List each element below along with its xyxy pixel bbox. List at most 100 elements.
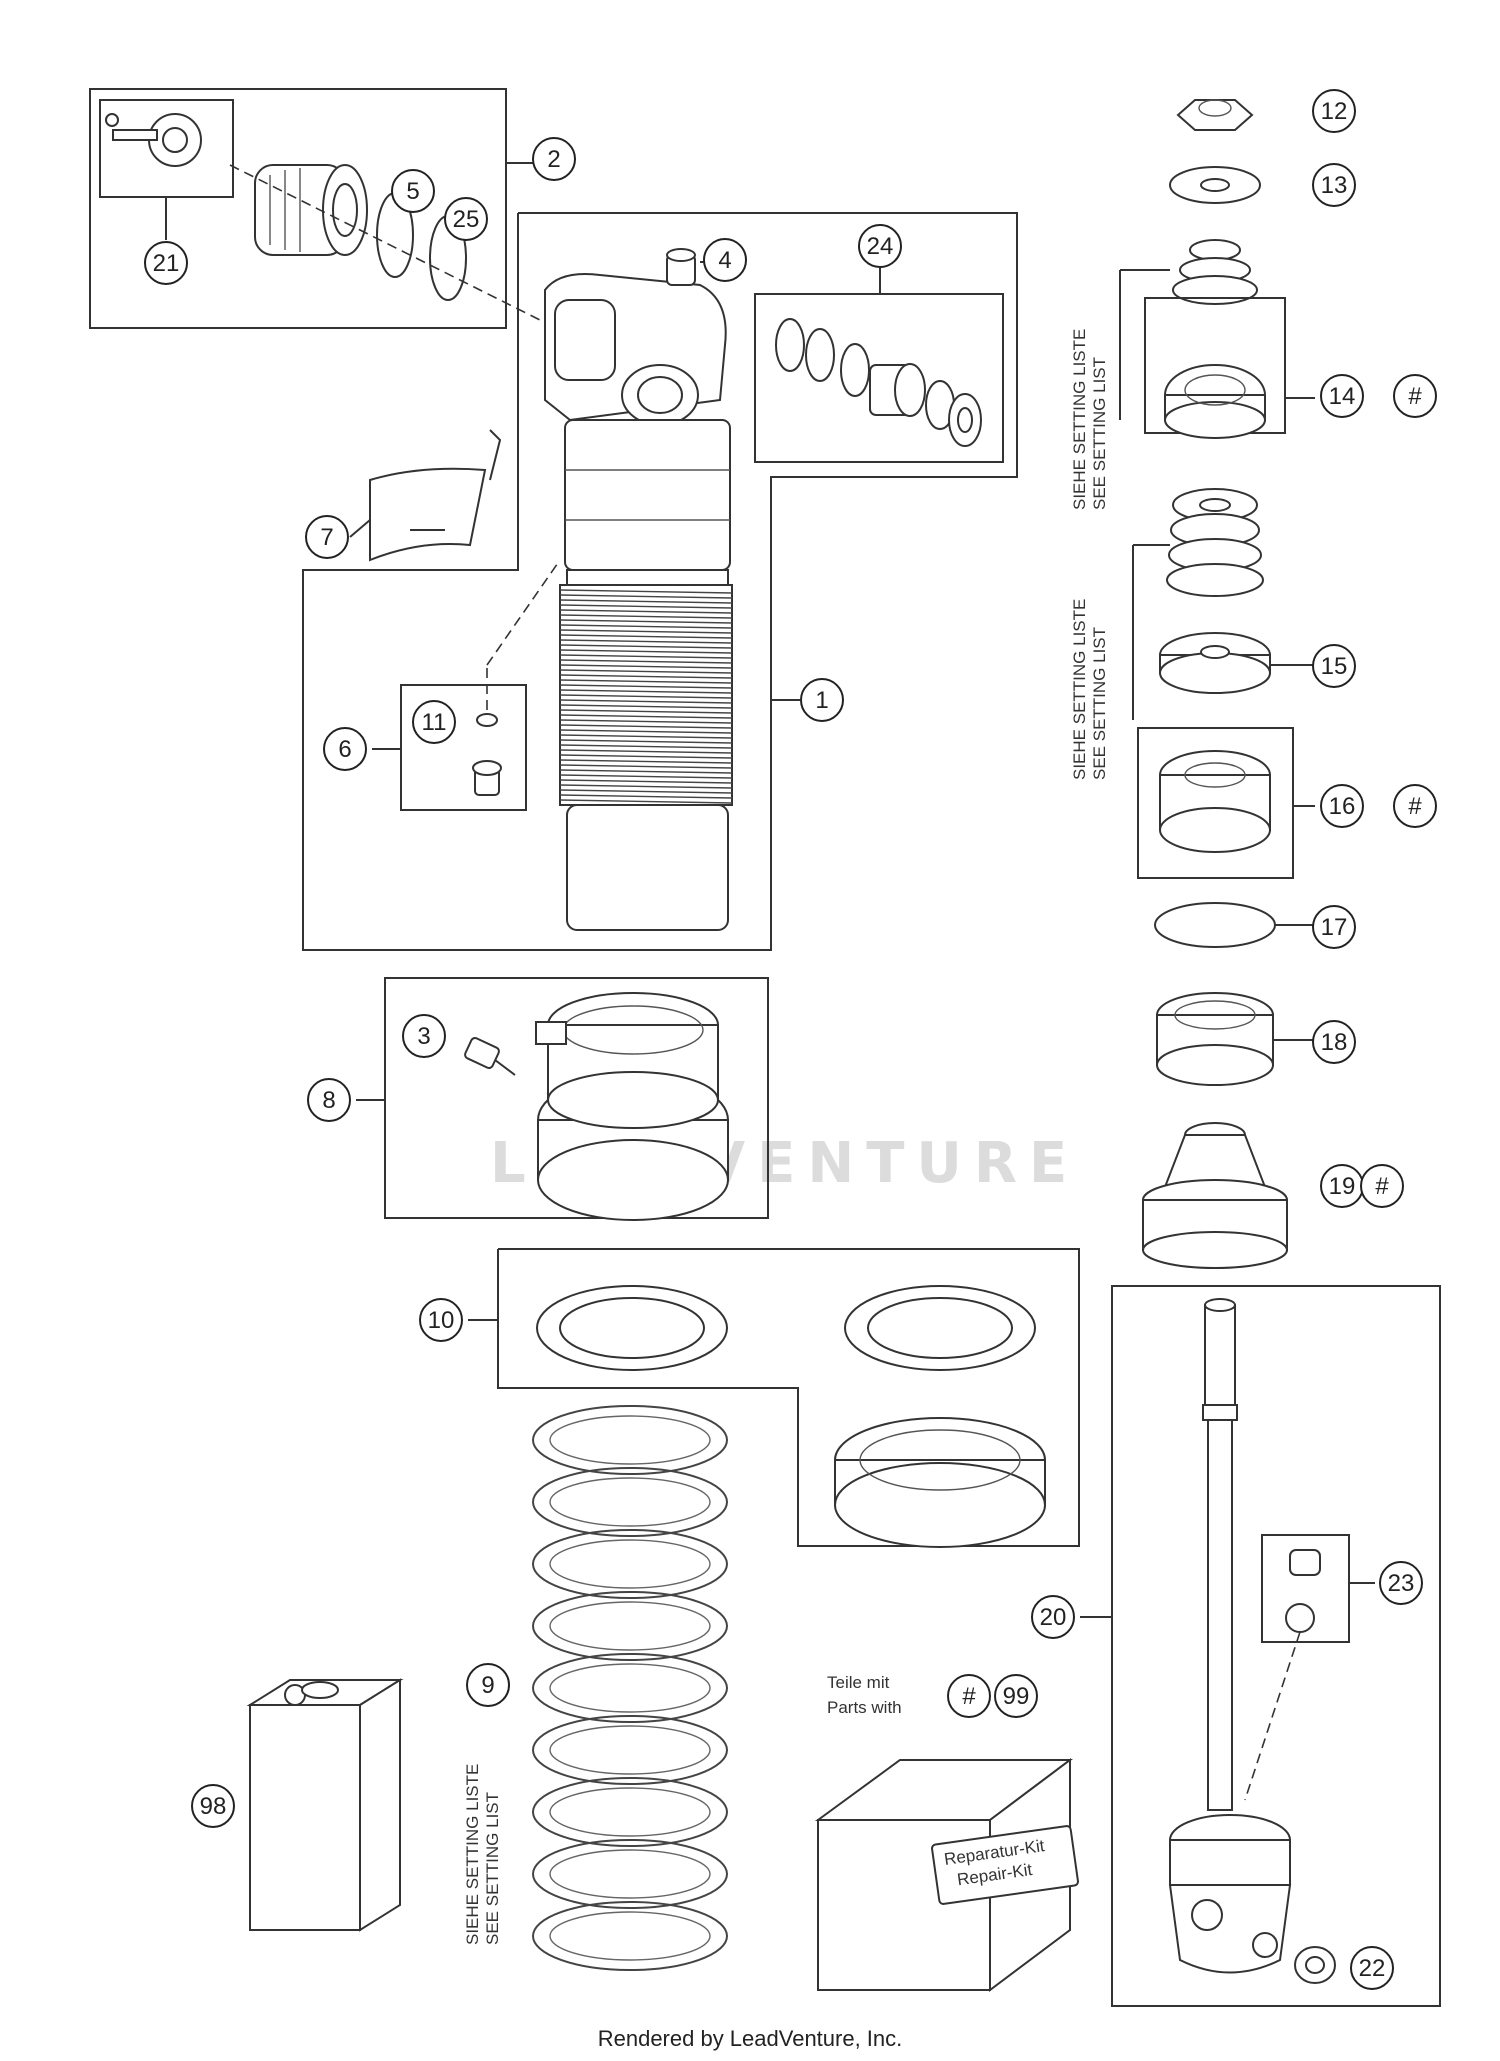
group-box-1: [302, 212, 1018, 951]
threaded-body-part: [559, 584, 733, 931]
callout-2: 2: [532, 137, 576, 181]
callout-6: 6: [323, 727, 367, 771]
callout-label: 98: [200, 1793, 227, 1820]
callout-19: 19: [1320, 1164, 1364, 1208]
oil-can-part: [246, 1678, 404, 1932]
callout-hash: #: [947, 1674, 991, 1718]
callout-label: 16: [1329, 793, 1356, 820]
callout-23: 23: [1379, 1561, 1423, 1605]
callout-hash: #: [1360, 1164, 1404, 1208]
callout-10: 10: [419, 1298, 463, 1342]
bump-stop-part: [1142, 1122, 1288, 1269]
callout-label: 22: [1359, 1955, 1386, 1982]
callout-5: 5: [391, 169, 435, 213]
callout-label: 9: [481, 1672, 494, 1699]
callout-11: 11: [412, 700, 456, 744]
callout-label: 15: [1321, 653, 1348, 680]
callout-label: 18: [1321, 1029, 1348, 1056]
group-box-2: [89, 88, 507, 329]
callout-13: 13: [1312, 163, 1356, 207]
shim-stack-b-part: [1166, 488, 1264, 597]
group-box-16: [1137, 727, 1294, 879]
parts-note-en: Parts with: [827, 1698, 902, 1717]
setting-note-spring: SIEHE SETTING LISTE SEE SETTING LIST: [463, 1764, 502, 1945]
callout-21: 21: [144, 241, 188, 285]
group-box-6: [400, 684, 527, 811]
nut-part: [1176, 99, 1254, 131]
callout-label: 24: [867, 233, 894, 260]
callout-22: 22: [1350, 1946, 1394, 1990]
callout-label: 25: [453, 206, 480, 233]
callout-25: 25: [444, 197, 488, 241]
setting-note-upper: SIEHE SETTING LISTE SEE SETTING LIST: [1070, 329, 1109, 510]
piston-14-part: [1164, 364, 1266, 439]
callout-label: 4: [718, 247, 731, 274]
callout-label: 8: [322, 1087, 335, 1114]
group-box-23: [1261, 1534, 1350, 1643]
callout-label: 2: [547, 146, 560, 173]
label-sleeve-part: [369, 429, 502, 562]
svg-text:SEE SETTING LIST: SEE SETTING LIST: [1090, 627, 1109, 780]
callout-99: 99: [994, 1674, 1038, 1718]
callout-label: #: [962, 1683, 976, 1710]
callout-label: 7: [320, 524, 333, 551]
callout-8: 8: [307, 1078, 351, 1122]
callout-24: 24: [858, 224, 902, 268]
shim-15-part: [1159, 632, 1271, 694]
callout-98: 98: [191, 1784, 235, 1828]
callout-label: 10: [428, 1307, 455, 1334]
callout-12: 12: [1312, 89, 1356, 133]
callout-label: #: [1408, 793, 1422, 820]
setting-note-middle: SIEHE SETTING LISTE SEE SETTING LIST: [1070, 599, 1109, 780]
callout-hash: #: [1393, 374, 1437, 418]
callout-label: 1: [815, 687, 828, 714]
callout-16: 16: [1320, 784, 1364, 828]
adjuster-valve-part: [254, 164, 368, 256]
callout-label: 3: [417, 1023, 430, 1050]
washer-part: [1169, 166, 1261, 204]
callout-label: #: [1408, 383, 1422, 410]
group-box-20: [1111, 1285, 1441, 2007]
parts-note-de: Teile mit: [827, 1673, 890, 1692]
callout-label: 14: [1329, 383, 1356, 410]
callout-3: 3: [402, 1014, 446, 1058]
svg-text:SEE SETTING LIST: SEE SETTING LIST: [1090, 357, 1109, 510]
svg-text:SIEHE SETTING LISTE: SIEHE SETTING LISTE: [1070, 599, 1089, 780]
clamp-bolt-part: [464, 1037, 516, 1076]
callout-7: 7: [305, 515, 349, 559]
callout-9: 9: [466, 1663, 510, 1707]
group-box-10: [497, 1248, 1080, 1547]
callout-hash: #: [1393, 784, 1437, 828]
group-box-8: [384, 977, 769, 1219]
callout-label: #: [1375, 1173, 1389, 1200]
preload-collar-part: [535, 992, 729, 1221]
callout-1: 1: [800, 678, 844, 722]
svg-text:SIEHE SETTING LISTE: SIEHE SETTING LISTE: [1070, 329, 1089, 510]
callout-18: 18: [1312, 1020, 1356, 1064]
callout-label: 11: [422, 709, 447, 736]
footer-credit: Rendered by LeadVenture, Inc.: [597, 2026, 903, 2051]
callout-4: 4: [703, 238, 747, 282]
callout-label: 23: [1388, 1570, 1415, 1597]
repair-kit-part: [814, 1758, 1079, 1992]
callout-label: 17: [1321, 914, 1348, 941]
callout-20: 20: [1031, 1595, 1075, 1639]
shim-stack-a-part: [1172, 239, 1258, 305]
callout-label: 21: [153, 250, 180, 277]
callout-label: 6: [338, 736, 351, 763]
circlip-part: [1154, 902, 1276, 948]
bleed-plug-part: [666, 248, 696, 286]
svg-text:SIEHE SETTING LISTE: SIEHE SETTING LISTE: [463, 1764, 482, 1945]
callout-label: 99: [1003, 1683, 1030, 1710]
callout-label: 13: [1321, 172, 1348, 199]
piston-rod-part: [1168, 1298, 1292, 1974]
rebound-needle-part: [1285, 1549, 1321, 1633]
adjuster-knob-part: [105, 113, 202, 167]
callout-label: 5: [406, 178, 419, 205]
callout-14: 14: [1320, 374, 1364, 418]
callout-label: 20: [1040, 1604, 1067, 1631]
svg-text:SEE SETTING LIST: SEE SETTING LIST: [483, 1792, 502, 1945]
seal-head-part: [1156, 992, 1274, 1086]
coil-spring-part: [532, 1405, 728, 1971]
